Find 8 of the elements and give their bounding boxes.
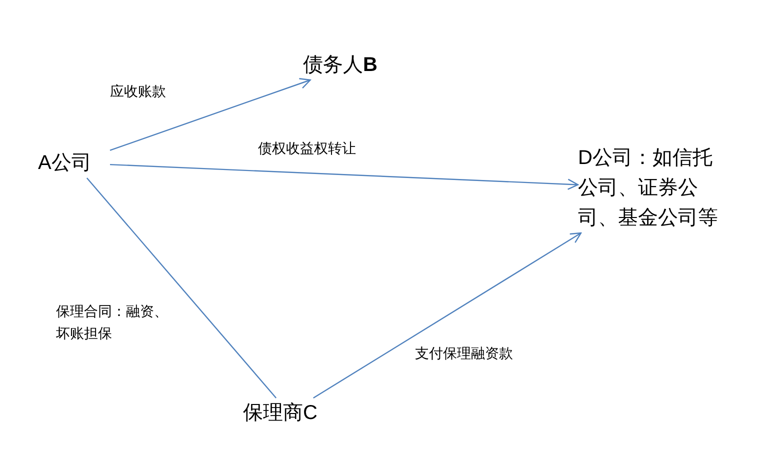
arrow	[110, 164, 579, 190]
arrow	[313, 232, 582, 399]
node-label: A公司	[38, 148, 110, 178]
arrow	[110, 78, 311, 151]
connector-line	[86, 178, 277, 398]
node-label: D公司：如信托公司、证券公司、基金公司等	[578, 143, 730, 233]
node-label: 债务人B	[303, 50, 403, 80]
node-label: 保理商C	[243, 398, 335, 428]
